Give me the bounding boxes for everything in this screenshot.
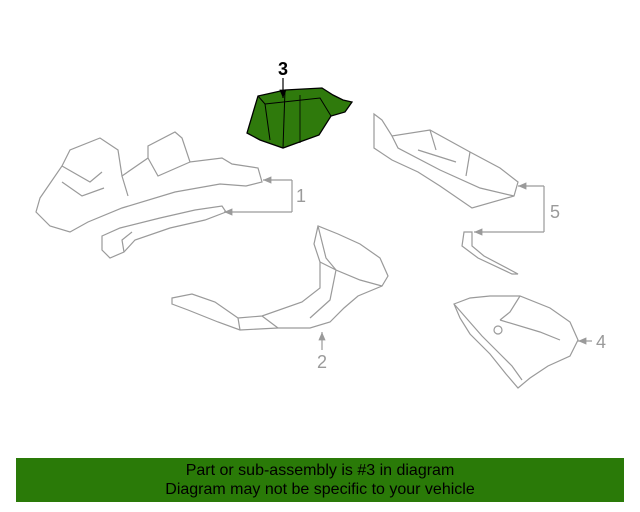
part-2-crossmember bbox=[171, 225, 389, 331]
part-3-highlighted[interactable] bbox=[246, 87, 354, 149]
callout-3: 3 bbox=[278, 59, 288, 98]
footer-line-2: Diagram may not be specific to your vehi… bbox=[165, 481, 475, 498]
parts-diagram: 3 1 2 5 4 bbox=[35, 59, 606, 389]
part-5-sill bbox=[373, 112, 519, 275]
callout-1: 1 bbox=[224, 176, 306, 216]
footer-banner: Part or sub-assembly is #3 in diagram Di… bbox=[16, 458, 624, 502]
svg-text:3: 3 bbox=[278, 59, 288, 79]
callout-2: 2 bbox=[317, 332, 327, 372]
svg-text:4: 4 bbox=[596, 332, 606, 352]
part-1-rails bbox=[35, 131, 263, 259]
svg-text:2: 2 bbox=[317, 352, 327, 372]
svg-text:5: 5 bbox=[550, 202, 560, 222]
svg-text:1: 1 bbox=[296, 186, 306, 206]
footer-line-1: Part or sub-assembly is #3 in diagram bbox=[185, 462, 455, 479]
callout-4: 4 bbox=[578, 332, 606, 352]
callout-5: 5 bbox=[474, 182, 560, 236]
part-4-floor-pan bbox=[453, 295, 579, 389]
